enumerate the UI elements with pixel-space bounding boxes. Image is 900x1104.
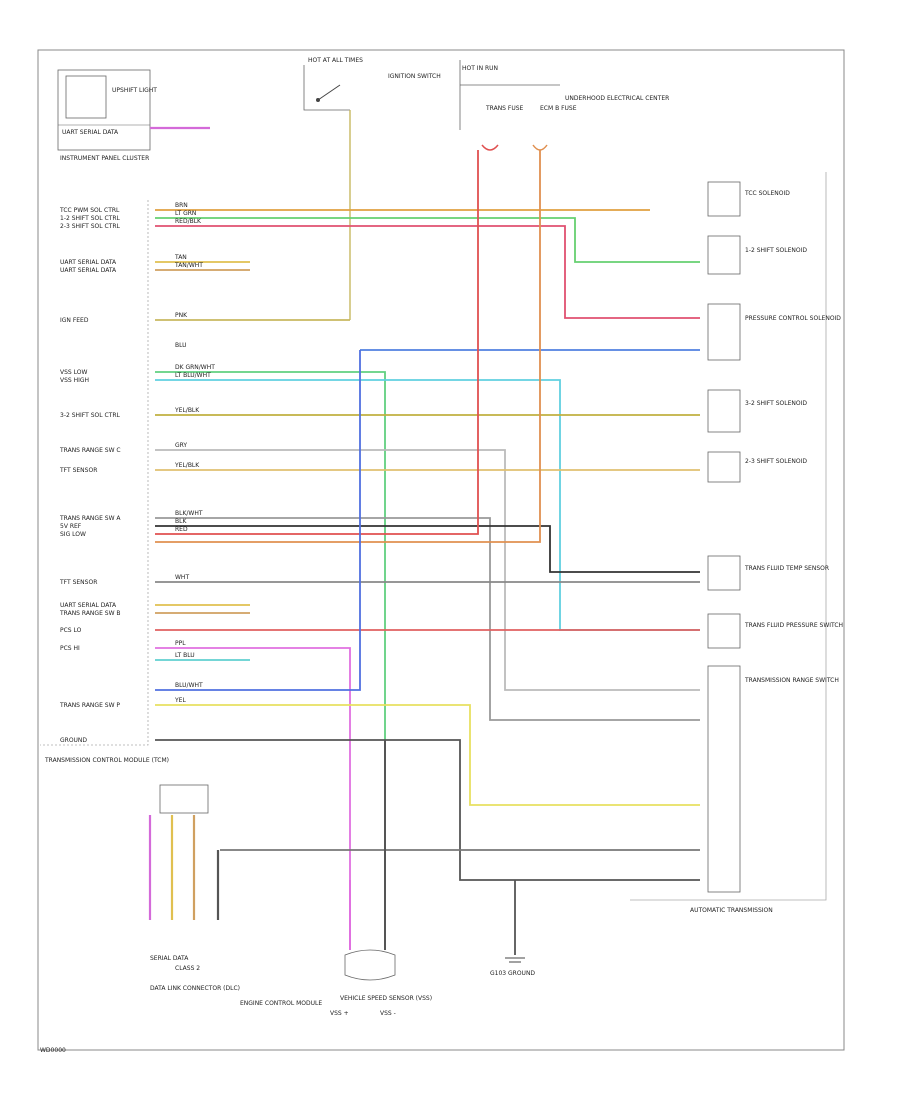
svg-text:LT GRN: LT GRN [175,210,196,217]
transmission-components [707,181,741,893]
ignition-top-label: HOT AT ALL TIMES [308,57,363,64]
pin-16: UART SERIAL DATA [60,602,117,609]
svg-text:TAN: TAN [174,254,187,261]
pin-3: 2-3 SHIFT SOL CTRL [60,223,121,230]
svg-text:GRY: GRY [175,442,187,449]
ipc-lamp-label: UPSHIFT LIGHT [112,87,157,94]
tcm-label: TRANSMISSION CONTROL MODULE (TCM) [44,757,169,764]
pin-21: GROUND [60,737,87,744]
svg-text:PPL: PPL [175,640,186,647]
svg-text:YEL/BLK: YEL/BLK [174,462,200,469]
pin-11: TFT SENSOR [59,467,97,474]
comp-23: 2-3 SHIFT SOLENOID [745,458,807,465]
ignition-switch: HOT AT ALL TIMES IGNITION SWITCH [303,57,441,320]
svg-text:CLASS 2: CLASS 2 [175,965,200,972]
svg-text:SERIAL DATA: SERIAL DATA [150,955,189,962]
trans-label: AUTOMATIC TRANSMISSION [690,907,773,914]
fuse-b-label: ECM B FUSE [540,105,577,112]
svg-text:BRN: BRN [175,202,188,209]
comp-tft: TRANS FLUID TEMP SENSOR [744,565,829,572]
svg-text:DK GRN/WHT: DK GRN/WHT [175,364,215,371]
footer-code: WD0000 [40,1047,66,1054]
svg-text:BLK: BLK [175,518,187,525]
svg-text:RED: RED [175,526,188,533]
comp-tfp: TRANS FLUID PRESSURE SWITCH [744,622,843,629]
pin-7: VSS LOW [60,369,87,376]
dlc: DATA LINK CONNECTOR (DLC) SERIAL DATA CL… [148,784,240,992]
svg-text:RED/BLK: RED/BLK [175,218,202,225]
ignition-label: IGNITION SWITCH [388,73,441,80]
comp-32: 3-2 SHIFT SOLENOID [745,400,807,407]
pin-19: PCS HI [60,645,80,652]
ground: G103 GROUND [490,880,535,977]
pin-15: TFT SENSOR [59,579,97,586]
comp-tcc: TCC SOLENOID [744,190,790,197]
svg-text:TAN/WHT: TAN/WHT [174,262,203,269]
page-border [37,49,845,1051]
ipc-label: INSTRUMENT PANEL CLUSTER [60,155,149,162]
engine-ctrl-label: ENGINE CONTROL MODULE [240,1000,322,1007]
pin-2: 1-2 SHIFT SOL CTRL [60,215,121,222]
pin-6: IGN FEED [60,317,89,324]
ground-label: G103 GROUND [490,970,535,977]
pin-1: TCC PWM SOL CTRL [59,207,120,214]
comp-pcs: PRESSURE CONTROL SOLENOID [745,315,841,322]
svg-text:BLU/WHT: BLU/WHT [175,682,203,689]
pin-9: 3-2 SHIFT SOL CTRL [60,412,121,419]
svg-text:BLU: BLU [175,342,187,349]
wire-color-labels: BRN LT GRN RED/BLK TAN TAN/WHT PNK DK GR… [174,202,215,704]
vss-label: VEHICLE SPEED SENSOR (VSS) [340,995,432,1002]
instrument-cluster: INSTRUMENT PANEL CLUSTER UART SERIAL DAT… [57,69,210,162]
pin-13: 5V REF [60,523,82,530]
svg-text:VSS +: VSS + [330,1010,349,1017]
svg-text:YEL: YEL [174,697,186,704]
pin-5: UART SERIAL DATA [60,267,117,274]
fuse-label: UNDERHOOD ELECTRICAL CENTER [565,95,669,102]
svg-text:LT BLU/WHT: LT BLU/WHT [175,372,211,379]
pin-17: TRANS RANGE SW B [59,610,121,617]
dlc-label: DATA LINK CONNECTOR (DLC) [150,985,240,992]
comp-12: 1-2 SHIFT SOLENOID [745,247,807,254]
svg-text:PNK: PNK [175,312,188,319]
pin-18: PCS LO [60,627,82,634]
pin-12: TRANS RANGE SW A [59,515,121,522]
pin-14: SIG LOW [60,531,86,538]
component-labels: TCC SOLENOID 1-2 SHIFT SOLENOID PRESSURE… [690,190,843,914]
pin-8: VSS HIGH [60,377,89,384]
wire-bundle [155,150,700,881]
ipc-serial-label: UART SERIAL DATA [62,129,119,136]
fuse-top-label: HOT IN RUN [462,65,498,72]
vss: VEHICLE SPEED SENSOR (VSS) VSS + VSS - [330,740,432,1017]
svg-text:YEL/BLK: YEL/BLK [174,407,200,414]
pin-20: TRANS RANGE SW P [59,702,120,709]
fuse-a-label: TRANS FUSE [485,105,524,112]
svg-text:WHT: WHT [175,574,189,581]
svg-text:BLK/WHT: BLK/WHT [175,510,203,517]
comp-trs: TRANSMISSION RANGE SWITCH [744,677,839,684]
fuse-block: HOT IN RUN UNDERHOOD ELECTRICAL CENTER T… [459,60,669,151]
pin-4: UART SERIAL DATA [60,259,117,266]
pcm-pin-labels: TCC PWM SOL CTRL 1-2 SHIFT SOL CTRL 2-3 … [44,207,169,764]
pin-10: TRANS RANGE SW C [59,447,121,454]
svg-text:LT BLU: LT BLU [175,652,195,659]
svg-text:VSS -: VSS - [380,1010,396,1017]
